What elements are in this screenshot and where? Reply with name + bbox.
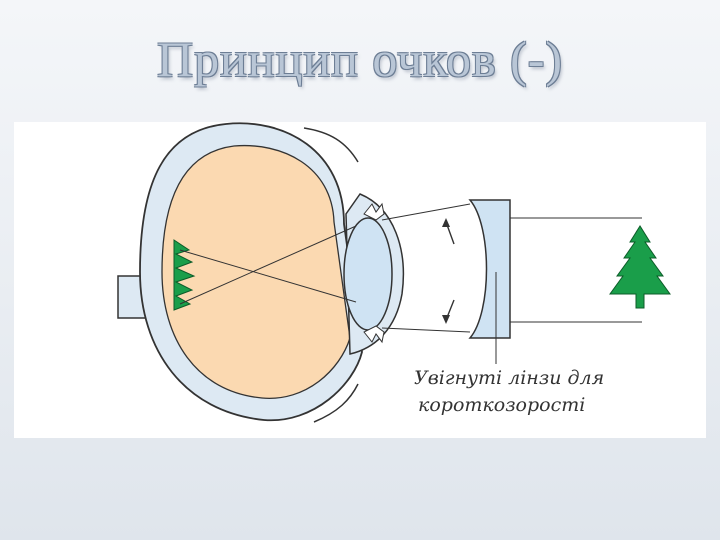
caption-line-1: Увігнуті лінзи для: [414, 367, 604, 389]
caption-line-2: короткозорості: [418, 394, 585, 416]
ray-mid-bottom: [382, 328, 470, 332]
concave-lens: [470, 200, 510, 338]
crystalline-lens: [344, 218, 392, 330]
ray-mid-top: [382, 204, 470, 220]
object-tree: [610, 226, 670, 308]
eye-diagram: [14, 122, 706, 438]
arrow-up-head: [442, 218, 450, 227]
slide-title: Принцип очков (-): [0, 30, 720, 88]
diagram-panel: Увігнуті лінзи для короткозорості: [14, 122, 706, 438]
arrow-down-head: [442, 315, 450, 324]
